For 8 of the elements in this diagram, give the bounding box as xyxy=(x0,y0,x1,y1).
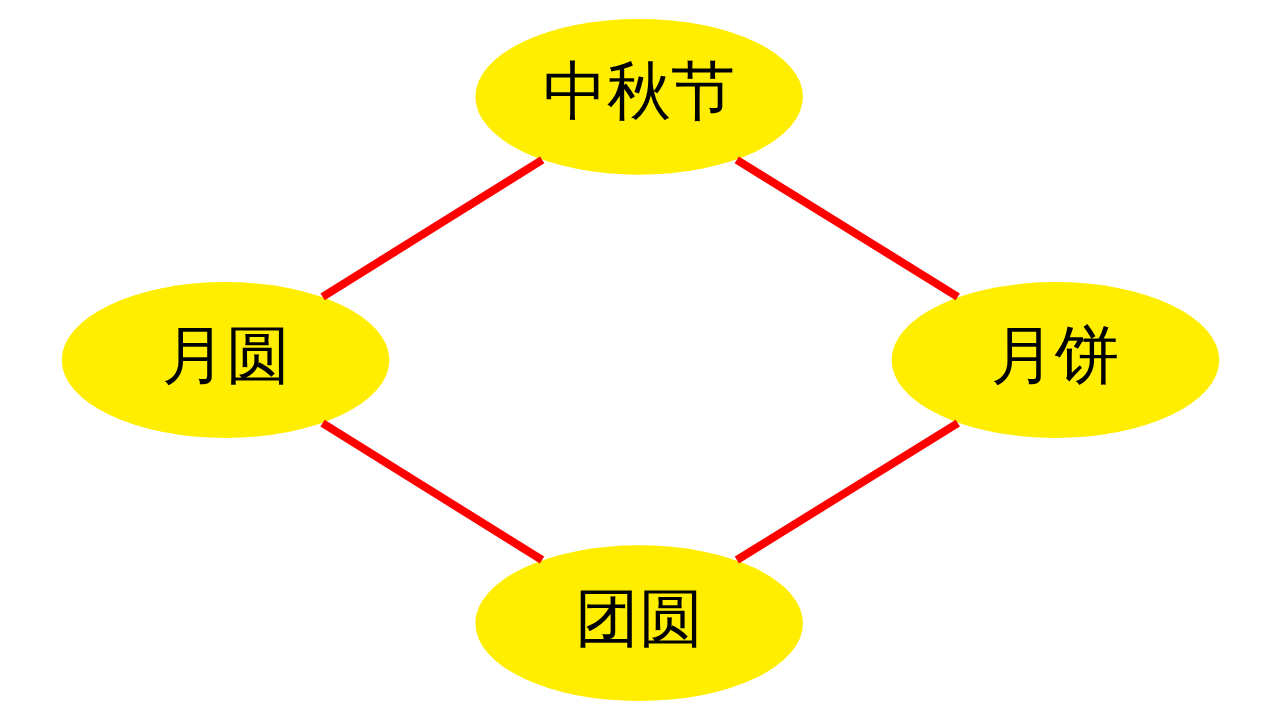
connector xyxy=(319,419,544,564)
node-ellipse: 中秋节 xyxy=(474,18,803,175)
connector xyxy=(734,156,960,301)
node-ellipse: 月圆 xyxy=(61,282,389,438)
connector xyxy=(734,419,960,564)
connector xyxy=(320,156,544,301)
node-ellipse: 团圆 xyxy=(474,545,803,702)
node-ellipse: 月饼 xyxy=(891,282,1219,438)
